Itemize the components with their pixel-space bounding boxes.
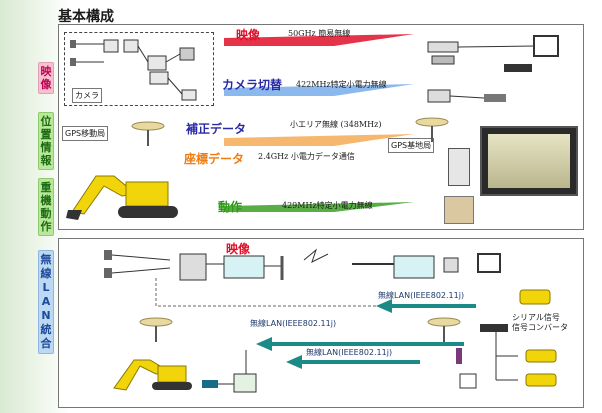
side-tag-position: 位置情報 — [38, 112, 54, 170]
gps-base-antenna-icon — [415, 117, 449, 142]
wlan-label-2: 無線LAN(IEEE802.11j) — [250, 319, 337, 328]
video-label: 映像 — [236, 28, 261, 42]
motion-freq: 429MHz特定小電力無線 — [282, 201, 373, 210]
correction-freq: 小エリア無線 (348MHz) — [290, 120, 382, 129]
video-freq: 50GHz 簡易無線 — [288, 29, 351, 38]
side-tag-video: 映像 — [38, 62, 54, 94]
bottom-video-label: 映像 — [226, 242, 251, 256]
wlan-label-1: 無線LAN(IEEE802.11j) — [378, 291, 465, 300]
top-wireless-links — [224, 34, 414, 212]
camera-switch-freq: 422MHz特定小電力無線 — [296, 80, 387, 89]
motion-controller-icon — [444, 196, 474, 224]
coord-label: 座標データ — [184, 152, 245, 166]
excavator-icon — [66, 175, 178, 220]
camera-hardware-diagram — [70, 39, 197, 101]
side-tag-machine: 重機動作 — [38, 178, 54, 236]
gps-mobile-antenna-icon — [131, 121, 165, 146]
remote-station-equipment — [427, 35, 559, 103]
serial-converter-label: シリアル信号 信号コンバータ — [512, 313, 568, 332]
gps-base-label: GPS基地局 — [388, 138, 435, 153]
gps-mobile-label: GPS移動局 — [62, 126, 109, 141]
page-title: 基本構成 — [58, 9, 114, 25]
camera-switch-label: カメラ切替 — [222, 78, 283, 92]
monitor-screen-image — [480, 126, 578, 196]
correction-label: 補正データ — [186, 122, 247, 136]
bottom-network-diagram — [104, 248, 557, 393]
side-tag-wlan: 無線LAN統合 — [38, 250, 54, 354]
camera-box-label: カメラ — [72, 88, 102, 103]
coord-freq: 2.4GHz 小電力データ通信 — [258, 152, 355, 161]
pc-tower-icon — [448, 148, 470, 186]
motion-label: 動作 — [218, 200, 243, 214]
wlan-label-3: 無線LAN(IEEE802.11j) — [306, 348, 393, 357]
